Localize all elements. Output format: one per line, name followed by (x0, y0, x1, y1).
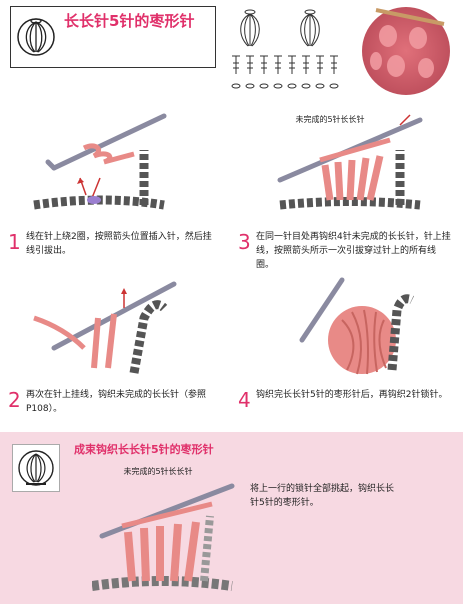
bottom-annotation: 未完成的5针长长针 (123, 467, 193, 476)
step3-text: 在同一针目处再钩织4针未完成的长长针，针上挂线，按照箭头所示一次引拔穿过针上的所… (256, 232, 451, 270)
bottom-panel (0, 432, 463, 604)
bottom-text: 将上一行的锁针全部挑起，钩织长长针5针的枣形针。 (250, 484, 395, 508)
chart-symbols (231, 9, 339, 89)
step4-text: 钩织完长长针5针的枣形针后，再钩织2针锁针。 (256, 390, 448, 400)
bunched-bobble-symbol-icon (18, 450, 54, 486)
step1-text: 线在针上绕2圈，按照箭头位置插入针，然后挂线引拔出。 (26, 232, 212, 256)
step4-illustration (299, 277, 415, 375)
bottom-title: 成束钩织长长针5针的枣形针 (74, 443, 214, 456)
step1-number: 1 (8, 230, 21, 254)
bobble-stitch-symbol-icon (17, 18, 55, 56)
step2-text: 再次在针上挂线，钩织未完成的长长针（参照P108）。 (26, 390, 207, 414)
step3-number: 3 (238, 230, 251, 254)
bottom-illustration (92, 483, 235, 591)
step2-illustration (33, 281, 177, 374)
step1-illustration (33, 113, 167, 210)
step2-number: 2 (8, 388, 21, 412)
step4-number: 4 (238, 388, 251, 412)
page-title: 长长针5针的枣形针 (64, 12, 195, 30)
swatch-photo (362, 7, 450, 95)
step3-illustration (277, 114, 423, 210)
step3-annotation: 未完成的5针长长针 (295, 115, 365, 124)
